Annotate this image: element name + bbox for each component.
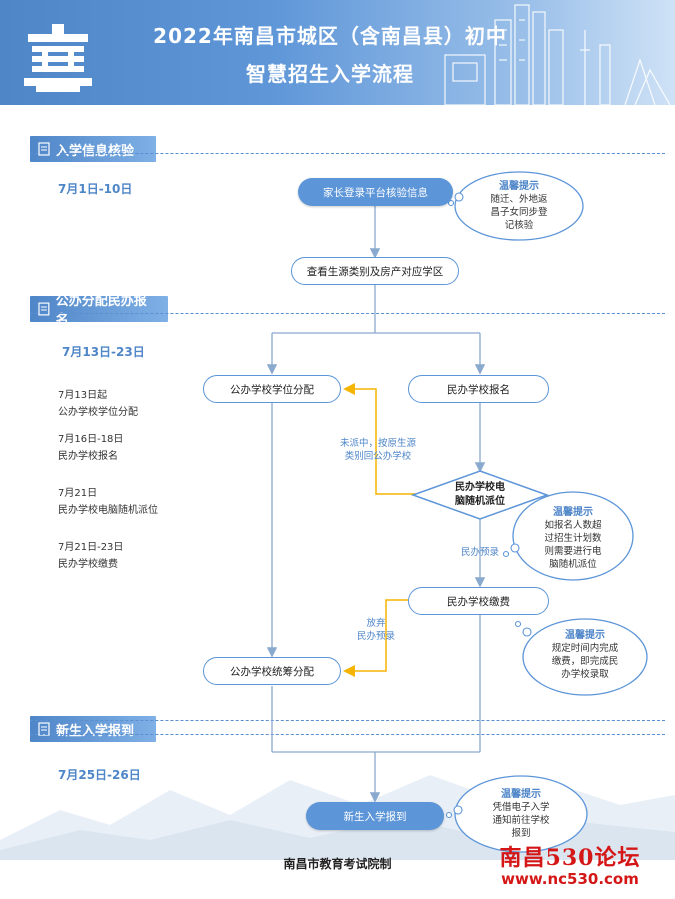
date-section2: 7月13日-23日 bbox=[62, 345, 145, 359]
date-section3: 7月25日-26日 bbox=[58, 768, 141, 782]
nanchang-character-logo-icon bbox=[24, 24, 92, 92]
tip-cloud: 温馨提示 如报名人数超 过招生计划数 则需要进行电 脑随机派位 bbox=[544, 507, 602, 570]
footer-credit: 南昌市教育考试院制 bbox=[283, 857, 392, 871]
node-private-payment: 民办学校缴费 bbox=[408, 587, 549, 615]
site-watermark: 南昌530论坛 www.nc530.com bbox=[470, 840, 670, 888]
tip-cloud-shape bbox=[454, 171, 584, 241]
document-icon bbox=[38, 722, 50, 736]
section-divider bbox=[30, 734, 665, 735]
tip-cloud-shape bbox=[454, 775, 588, 853]
section-divider bbox=[30, 153, 665, 154]
tip-cloud: 温馨提示 凭借电子入学 通知前往学校 报到 bbox=[492, 789, 550, 839]
edge-label-private-pre: 民办预录 bbox=[460, 547, 499, 558]
date-section1: 7月1日-10日 bbox=[58, 182, 133, 196]
tip-cloud: 温馨提示 随迁、外地返 昌子女同步登 记核验 bbox=[490, 181, 548, 231]
node-lottery-label: 民办学校电 脑随机派位 bbox=[455, 482, 505, 507]
watermark-title: 南昌530论坛 bbox=[499, 845, 641, 871]
node-parent-verify: 家长登录平台核验信息 bbox=[298, 178, 453, 206]
page-title-line2: 智慧招生入学流程 bbox=[246, 62, 414, 86]
node-public-allocation: 公办学校学位分配 bbox=[203, 375, 341, 403]
document-icon bbox=[38, 302, 50, 316]
document-icon bbox=[38, 142, 50, 156]
section-header-public-private: 公办分配民办报名 bbox=[30, 294, 168, 328]
side-date-item: 7月21日-23日 民办学校缴费 bbox=[58, 542, 124, 570]
header-banner: 2022年南昌市城区（含南昌县）初中 智慧招生入学流程 bbox=[0, 0, 675, 105]
section-divider bbox=[30, 313, 665, 314]
page-title-line1: 2022年南昌市城区（含南昌县）初中 bbox=[153, 24, 507, 48]
node-public-overall-allocation: 公办学校统筹分配 bbox=[203, 657, 341, 685]
section-header-info-verify: 入学信息核验 bbox=[30, 136, 156, 162]
node-private-registration: 民办学校报名 bbox=[408, 375, 549, 403]
side-date-item: 7月13日起 公办学校学位分配 bbox=[58, 390, 138, 418]
node-enrollment: 新生入学报到 bbox=[306, 802, 444, 830]
city-skyline-illustration bbox=[444, 4, 671, 105]
section-label: 入学信息核验 bbox=[56, 143, 135, 159]
tip-cloud-shape bbox=[522, 618, 648, 696]
node-check-district: 查看生源类别及房产对应学区 bbox=[291, 257, 459, 285]
watermark-url: www.nc530.com bbox=[501, 870, 639, 888]
edge-label-not-drawn: 未派中，按原生源 类别回公办学校 bbox=[339, 438, 416, 462]
side-date-item: 7月21日 民办学校电脑随机派位 bbox=[58, 488, 158, 516]
side-date-item: 7月16日-18日 民办学校报名 bbox=[58, 434, 124, 462]
section-label: 公办分配民办报名 bbox=[55, 294, 147, 328]
tip-cloud-shape bbox=[512, 491, 634, 581]
edge-label-give-up: 放弃 民办预录 bbox=[356, 618, 395, 642]
lottery-decision-diamond bbox=[410, 470, 550, 520]
tip-cloud: 温馨提示 规定时间内完成 缴费，即完成民 办学校录取 bbox=[551, 630, 619, 680]
section-divider bbox=[30, 720, 665, 721]
